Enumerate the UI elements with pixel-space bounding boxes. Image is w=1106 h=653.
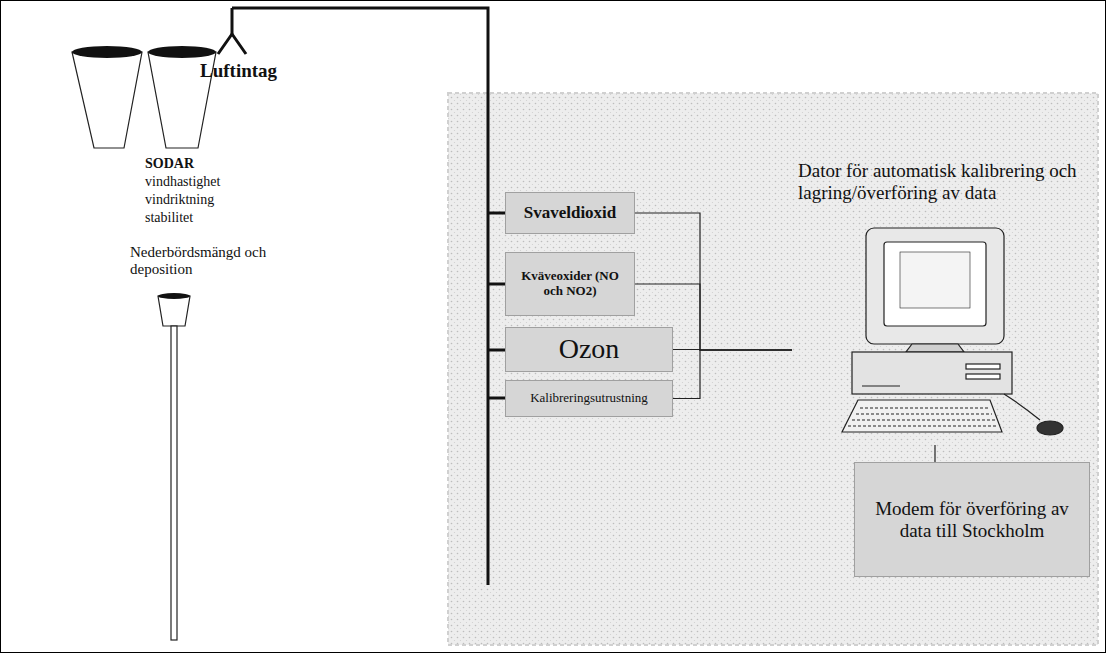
measurement-label: stabilitet	[145, 210, 193, 226]
node-text: Modem för överföring av data till Stockh…	[872, 498, 1072, 542]
node-text: Kalibreringsutrustning	[530, 391, 648, 406]
modem-box: Modem för överföring av data till Stockh…	[854, 462, 1090, 577]
analyzer-box: Kväveoxider (NO och NO2)	[505, 252, 635, 316]
signal-line	[935, 445, 936, 462]
instrument-label: SODAR	[145, 156, 194, 172]
precipitation-collector	[158, 293, 190, 640]
signal-line	[673, 350, 792, 399]
node-text: Kväveoxider (NO och NO2)	[514, 269, 626, 299]
sodar-antenna	[72, 46, 216, 148]
analyzer-box: Svaveldioxid	[505, 192, 635, 234]
node-text: Svaveldioxid	[524, 203, 617, 223]
node-text: Ozon	[559, 333, 620, 365]
calibration-box: Kalibreringsutrustning	[505, 380, 673, 417]
computer-icon	[842, 228, 1063, 435]
computer-node: Dator för automatisk kalibrering och lag…	[792, 160, 1104, 445]
instrument-label: Nederbördsmängd och deposition	[130, 244, 270, 279]
measurement-label: vindhastighet	[145, 174, 220, 190]
node-text: Dator för automatisk kalibrering och lag…	[798, 160, 1098, 204]
analyzer-box: Ozon	[505, 327, 673, 372]
air-intake-pipe	[218, 8, 505, 585]
intake-label: Luftintag	[200, 60, 277, 82]
measurement-label: vindriktning	[145, 192, 214, 208]
